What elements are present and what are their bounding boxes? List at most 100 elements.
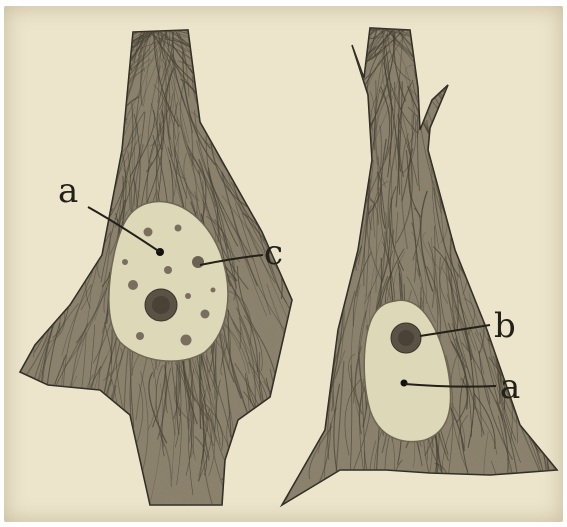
fibril-stroke — [38, 401, 50, 496]
fibril-stroke — [307, 72, 337, 99]
fibril-stroke — [493, 238, 521, 288]
fibril-stroke — [409, 10, 475, 89]
fibril-stroke — [497, 74, 540, 105]
fibril-stroke — [454, 135, 496, 236]
fibril-stroke — [302, 33, 331, 38]
fibril-stroke — [459, 76, 552, 153]
fibril-stroke — [325, 223, 356, 282]
label-right-b: b — [494, 306, 516, 346]
fibril-stroke — [27, 29, 88, 36]
fibril-stroke — [43, 407, 69, 471]
fibril-stroke — [24, 423, 50, 486]
fibril-stroke — [198, 55, 267, 134]
fibril-stroke — [537, 375, 551, 455]
fibril-stroke — [336, 144, 351, 238]
fibril-stroke — [481, 165, 547, 235]
fibril-stroke — [59, 440, 73, 489]
fibril-stroke — [458, 136, 498, 213]
fibril-stroke — [326, 119, 365, 216]
fibril-stroke — [40, 386, 44, 450]
fibril-stroke — [24, 222, 64, 332]
fibril-stroke — [461, 70, 552, 132]
fibril-stroke — [310, 309, 317, 386]
fibril-stroke — [479, 151, 553, 238]
fibril-stroke — [457, 79, 558, 182]
fibril-stroke — [38, 43, 86, 86]
fibril-stroke — [312, 238, 344, 309]
fibril-stroke — [438, 72, 491, 138]
fibril-stroke — [424, 22, 536, 68]
fibril-stroke — [335, 241, 346, 308]
fibril-stroke — [493, 167, 523, 234]
fibril-stroke — [22, 414, 40, 490]
fibril-stroke — [442, 111, 502, 221]
fibril-stroke — [459, 82, 541, 184]
fibril-stroke — [287, 191, 300, 234]
fibril-stroke — [77, 6, 188, 26]
fibril-stroke — [488, 51, 546, 91]
fibril-stroke — [214, 46, 255, 58]
fibril-stroke — [414, 23, 481, 54]
fibril-stroke — [338, 96, 352, 120]
fibril-stroke — [520, 204, 553, 290]
fibril-stroke — [468, 169, 489, 261]
fibril-stroke — [524, 321, 542, 395]
fibril-stroke — [19, 204, 70, 276]
fibril-stroke — [493, 103, 524, 148]
fibril-stroke — [448, 44, 520, 64]
fibril-stroke — [438, 135, 471, 204]
fibril-stroke — [481, 177, 529, 297]
fibril-stroke — [232, 110, 252, 174]
fibril-stroke — [462, 79, 536, 117]
fibril-stroke — [210, 28, 245, 49]
fibril-stroke — [47, 86, 99, 167]
fibril-stroke — [456, 149, 473, 234]
fibril-stroke — [288, 47, 337, 76]
fibril-stroke — [504, 221, 526, 289]
fibril-stroke — [296, 88, 348, 151]
fibril-stroke — [413, 31, 459, 80]
fibril-stroke — [486, 206, 546, 320]
fibril-stroke — [240, 141, 277, 173]
fibril-stroke — [20, 103, 88, 161]
fibril-stroke — [286, 326, 328, 450]
fibril-stroke — [25, 48, 111, 124]
fibril-stroke — [228, 84, 294, 156]
fibril-stroke — [542, 401, 560, 450]
fibril-stroke — [410, 16, 475, 69]
fibril-stroke — [468, 74, 505, 116]
fibril-stroke — [331, 179, 344, 265]
fibril-stroke — [419, 21, 531, 64]
fibril-stroke — [300, 171, 333, 304]
fibril-stroke — [484, 176, 515, 240]
fibril-stroke — [246, 148, 288, 181]
fibril-stroke — [96, 406, 120, 494]
fibril-stroke — [199, 23, 260, 61]
fibril-stroke — [292, 14, 371, 109]
fibril-stroke — [136, 8, 208, 27]
fibril-stroke — [300, 385, 320, 447]
fibril-stroke — [16, 68, 71, 93]
fibril-stroke — [410, 32, 502, 44]
fibril-stroke — [454, 75, 487, 124]
fibril-stroke — [347, 117, 366, 207]
fibril-stroke — [89, 129, 112, 230]
fibril-stroke — [34, 117, 68, 171]
fibril-stroke — [23, 65, 83, 124]
fibril-stroke — [499, 222, 507, 259]
fibril-stroke — [520, 324, 529, 385]
fibril-stroke — [286, 124, 329, 171]
fibril-stroke — [447, 96, 507, 204]
fibril-stroke — [92, 402, 100, 480]
fibril-stroke — [501, 176, 557, 250]
fibril-stroke — [66, 64, 116, 84]
fibril-stroke — [470, 109, 546, 168]
fibril-stroke — [285, 96, 341, 125]
fibril-stroke — [333, 86, 367, 196]
fibril-stroke — [264, 144, 286, 177]
fibril-stroke — [451, 100, 504, 204]
fibril-stroke — [493, 172, 554, 279]
fibril-stroke — [293, 201, 337, 257]
fibril-stroke — [467, 118, 495, 150]
fibril-stroke — [326, 245, 340, 317]
